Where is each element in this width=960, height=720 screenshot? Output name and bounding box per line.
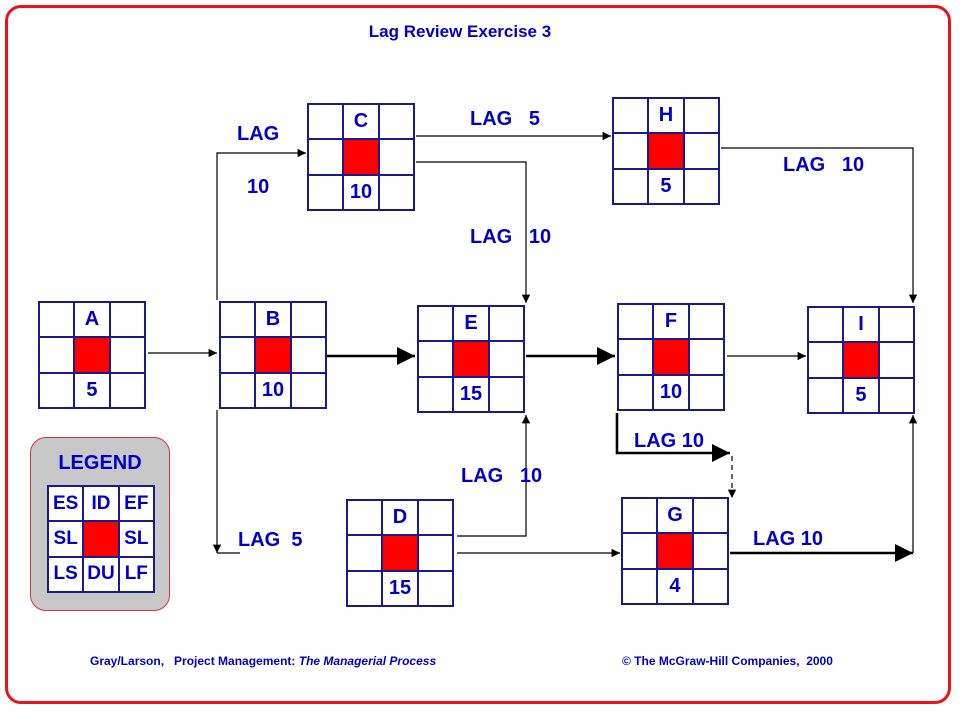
node-f-name: F [653,304,689,340]
legend-sl-right: SL [118,521,154,557]
node-e-name: E [453,306,489,342]
node-f-duration: 10 [653,374,689,410]
node-c-center [343,139,379,175]
node-g: G 4 [621,497,729,605]
footer-book-title: The Managerial Process [298,654,437,668]
legend-title: LEGEND [58,452,142,474]
node-h-duration: 5 [648,168,684,204]
node-d-center [382,535,418,571]
node-d-duration: 15 [382,570,418,606]
legend-grid: ES ID EF SL SL LS DU LF [47,485,155,593]
lag-label-b-c-value: 10 [247,176,270,198]
node-c-name: C [343,104,379,140]
node-h-center [648,133,684,169]
node-a-duration: 5 [74,372,110,408]
page-title: Lag Review Exercise 3 [368,22,552,41]
link-c-e [416,161,531,303]
lag-label-b-c-word: LAG [237,123,280,145]
legend-id: ID [83,486,119,522]
lag-label-d-e: LAG 10 [461,465,543,487]
node-b-center [255,337,291,373]
lag-label-h-i: LAG 10 [783,154,865,176]
legend-center [83,521,119,557]
node-g-center [657,533,693,569]
node-a: A 5 [38,301,146,409]
legend-sl-left: SL [48,521,84,557]
node-c-duration: 10 [343,174,379,210]
node-b-name: B [255,302,291,338]
lag-label-c-e: LAG 10 [470,226,552,248]
node-d: D 15 [346,499,454,607]
footer-copyright: © The McGraw-Hill Companies, 2000 [622,654,833,668]
node-f-center [653,339,689,375]
node-f: F 10 [617,303,725,411]
link-h-i [721,147,918,303]
node-c: C 10 [307,103,415,211]
node-i-name: I [843,307,879,343]
slide-frame [5,5,951,704]
legend-du: DU [83,556,119,592]
node-i-duration: 5 [843,377,879,413]
node-e: E 15 [417,305,525,413]
legend-es: ES [48,486,84,522]
footer-citation: Gray/Larson, Project Management: The Man… [90,654,436,668]
node-h: H 5 [612,97,720,205]
node-i-center [843,342,879,378]
legend-ls: LS [48,556,84,592]
lag-label-f-g: LAG 10 [634,430,705,452]
link-b-c [216,148,306,300]
legend: LEGEND ES ID EF SL SL LS DU LF [30,437,170,611]
node-b-duration: 10 [255,372,291,408]
node-a-center [74,337,110,373]
legend-lf: LF [118,556,154,592]
lag-label-c-h: LAG 5 [470,108,541,130]
node-a-name: A [74,302,110,338]
node-g-duration: 4 [657,568,693,604]
node-e-center [453,341,489,377]
link-d-e [457,415,531,537]
node-e-duration: 15 [453,376,489,412]
node-h-name: H [648,98,684,134]
legend-ef: EF [118,486,154,522]
node-g-name: G [657,498,693,534]
footer-authors: Gray/Larson, Project Management: [90,654,296,668]
lag-label-b-d: LAG 5 [238,529,303,551]
link-f-g [615,413,730,463]
node-b: B 10 [219,301,327,409]
node-d-name: D [382,500,418,536]
lag-label-g-i: LAG 10 [753,528,824,550]
node-i: I 5 [807,306,915,414]
